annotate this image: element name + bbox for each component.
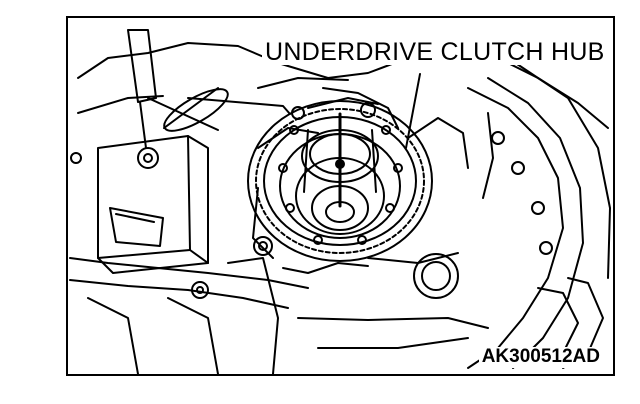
transaxle-illustration xyxy=(69,29,611,374)
transaxle-case-icon xyxy=(69,42,611,374)
callout-leader-line xyxy=(405,73,421,149)
dial-indicator-icon xyxy=(127,29,349,169)
underdrive-clutch-hub-label: UNDERDRIVE CLUTCH HUB xyxy=(262,40,608,65)
magnetic-base-icon xyxy=(97,135,209,274)
illustration-frame: UNDERDRIVE CLUTCH HUB AK300512AD xyxy=(66,16,615,376)
figure-code: AK300512AD xyxy=(478,346,603,368)
clutch-hub-icon xyxy=(247,100,433,262)
